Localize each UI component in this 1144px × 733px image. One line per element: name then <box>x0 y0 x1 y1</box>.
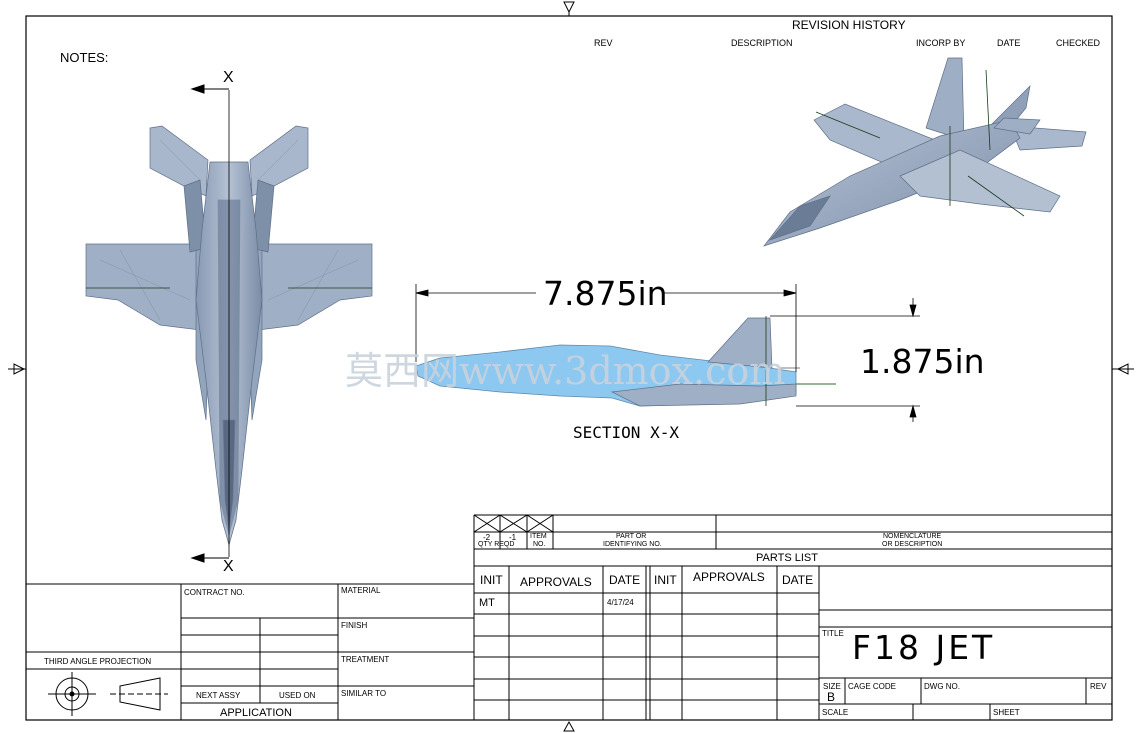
third-angle-projection-symbol <box>48 672 168 716</box>
dwg-no-label: DWG NO. <box>924 682 960 691</box>
side-body <box>610 383 797 407</box>
nomenclature-label: NOMENCLATURE <box>883 533 942 540</box>
or-description-label: OR DESCRIPTION <box>882 541 943 548</box>
section-marker-bottom: X <box>223 558 234 575</box>
qty-a: -2 <box>483 533 491 542</box>
checked-col-header: CHECKED <box>1056 38 1101 48</box>
title-block-lines <box>26 514 1112 720</box>
size-value: B <box>827 690 836 704</box>
similar-to-label: SIMILAR TO <box>341 689 387 698</box>
height-dimension: 1.875in <box>860 342 985 381</box>
notes-label: NOTES: <box>60 50 109 65</box>
jet-iso-view <box>763 57 1087 247</box>
approvals-header-2: APPROVALS <box>693 570 765 584</box>
finish-label: FINISH <box>341 621 368 630</box>
init-header-2: INIT <box>654 573 677 587</box>
section-view <box>415 316 836 407</box>
size-label: SIZE <box>823 682 841 691</box>
side-tail <box>707 317 773 369</box>
dimension-lines <box>415 284 920 422</box>
length-dimension: 7.875in <box>543 274 668 313</box>
rev-col-header: REV <box>594 38 613 48</box>
application-label: APPLICATION <box>220 707 292 719</box>
qty-b: -1 <box>509 533 517 542</box>
next-assy-label: NEXT ASSY <box>196 691 241 700</box>
qty-reqd-label: QTY REQD <box>478 541 515 548</box>
init-header-1: INIT <box>480 573 503 587</box>
section-arrows <box>190 84 229 563</box>
revision-history-title: REVISION HISTORY <box>792 18 906 32</box>
used-on-label: USED ON <box>279 691 316 700</box>
section-label: SECTION X-X <box>573 423 679 442</box>
date-value: 4/17/24 <box>607 598 634 607</box>
item-label: ITEM <box>530 533 547 540</box>
title-label: TITLE <box>822 629 844 638</box>
description-col-header: DESCRIPTION <box>731 38 793 48</box>
part-or-label: PART OR <box>616 533 647 540</box>
rev-label: REV <box>1090 682 1107 691</box>
top-view-centerline <box>86 90 372 557</box>
third-angle-label: THIRD ANGLE PROJECTION <box>44 657 152 666</box>
parts-list-title: PARTS LIST <box>756 552 818 564</box>
date-header-2: DATE <box>782 573 814 587</box>
center-marks <box>8 1 1134 732</box>
init-value: MT <box>479 597 495 609</box>
date-header-1: DATE <box>609 573 641 587</box>
sheet-label: SHEET <box>993 708 1020 717</box>
contract-no-label: CONTRACT NO. <box>184 588 245 597</box>
date-col-header: DATE <box>997 38 1021 48</box>
cage-code-label: CAGE CODE <box>848 682 897 691</box>
identifying-no-label: IDENTIFYING NO. <box>603 541 662 548</box>
drawing-title: F18 JET <box>852 628 996 667</box>
material-label: MATERIAL <box>341 586 381 595</box>
incorp-by-col-header: INCORP BY <box>916 38 966 48</box>
approvals-header-1: APPROVALS <box>520 575 592 589</box>
treatment-label: TREATMENT <box>341 655 390 664</box>
scale-label: SCALE <box>822 708 849 717</box>
watermark: 莫西网www.3dmox.com <box>345 349 786 393</box>
section-marker-top: X <box>223 69 234 86</box>
item-no-label: NO. <box>533 541 546 548</box>
